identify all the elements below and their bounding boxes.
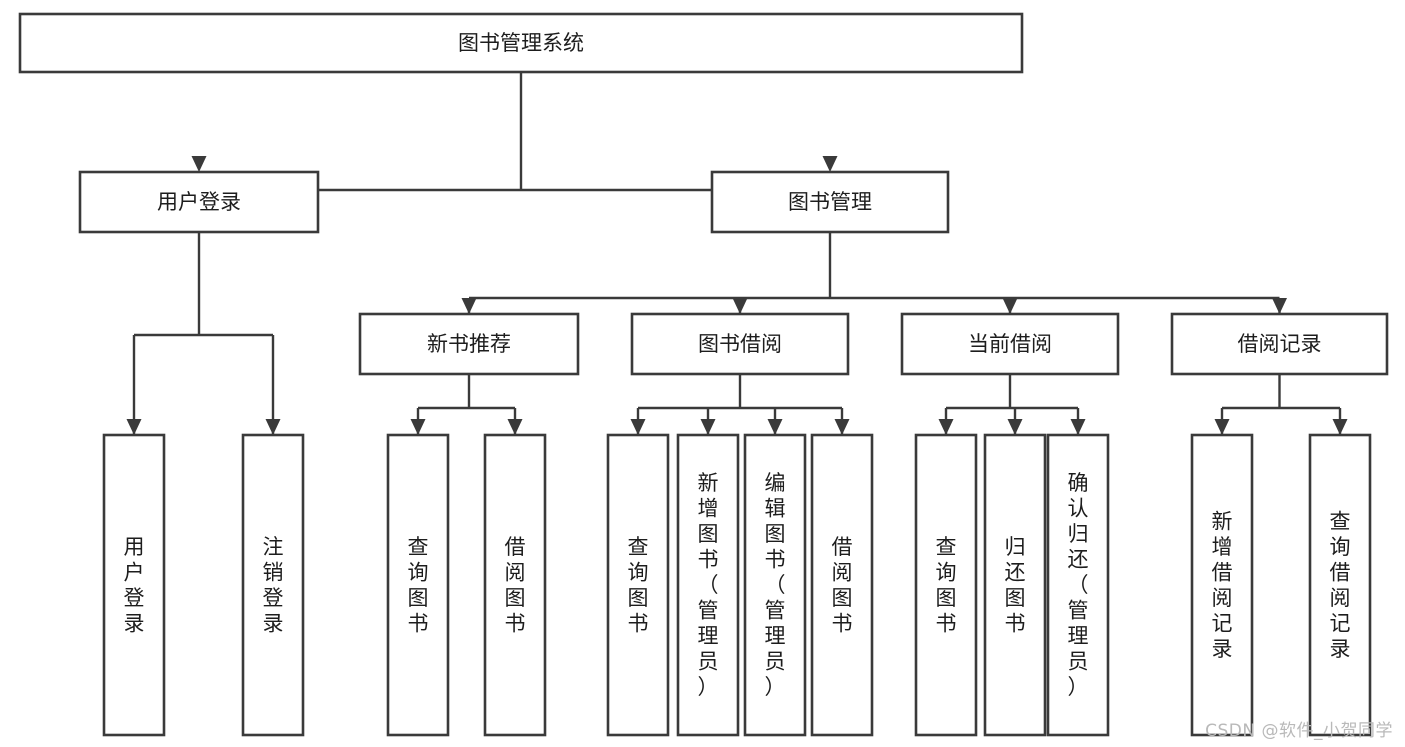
node-label-leaf-edit-book: 编辑图书（管理员） [765, 471, 786, 699]
node-label-leaf-borrow-book-nbr: 借阅图书 [505, 535, 526, 636]
node-label-leaf-logout: 注销登录 [263, 535, 284, 636]
node-leaf-borrow-book-bb[interactable]: 借阅图书 [810, 433, 874, 737]
node-box-current-borrow [900, 312, 1120, 376]
node-label-leaf-user-login: 用户登录 [124, 535, 145, 636]
node-current-borrow[interactable]: 当前借阅 [900, 312, 1120, 376]
node-box-borrow-record [1170, 312, 1389, 376]
node-label-leaf-query-book-bb: 查询图书 [628, 535, 649, 636]
node-box-leaf-user-login [102, 433, 166, 737]
node-leaf-add-book[interactable]: 新增图书（管理员） [676, 433, 740, 737]
node-label-current-borrow: 当前借阅 [968, 332, 1052, 356]
node-box-user-login [78, 170, 320, 234]
node-leaf-logout[interactable]: 注销登录 [241, 433, 305, 737]
node-book-borrow[interactable]: 图书借阅 [630, 312, 850, 376]
node-box-leaf-query-record [1308, 433, 1372, 737]
node-label-leaf-query-book-cb: 查询图书 [936, 535, 957, 636]
node-layer: 图书管理系统用户登录图书管理新书推荐图书借阅当前借阅借阅记录用户登录注销登录查询… [18, 12, 1389, 737]
node-label-leaf-confirm-return: 确认归还（管理员） [1068, 471, 1089, 699]
node-label-book-borrow: 图书借阅 [698, 332, 782, 356]
node-book-manage[interactable]: 图书管理 [710, 170, 950, 234]
node-box-leaf-query-book-bb [606, 433, 670, 737]
node-leaf-query-book-bb[interactable]: 查询图书 [606, 433, 670, 737]
node-box-leaf-query-book-nbr [386, 433, 450, 737]
node-box-leaf-add-record [1190, 433, 1254, 737]
node-root[interactable]: 图书管理系统 [18, 12, 1024, 74]
node-box-leaf-edit-book [743, 433, 807, 737]
node-leaf-query-book-nbr[interactable]: 查询图书 [386, 433, 450, 737]
node-box-root [18, 12, 1024, 74]
node-leaf-borrow-book-nbr[interactable]: 借阅图书 [483, 433, 547, 737]
node-box-leaf-return-book [983, 433, 1047, 737]
node-label-leaf-add-book: 新增图书（管理员） [698, 471, 719, 699]
node-label-user-login: 用户登录 [157, 190, 241, 214]
node-label-leaf-query-record: 查询借阅记录 [1330, 509, 1351, 661]
node-label-leaf-return-book: 归还图书 [1005, 535, 1026, 636]
node-label-new-book-recommend: 新书推荐 [427, 332, 511, 356]
node-label-leaf-add-record: 新增借阅记录 [1212, 509, 1233, 661]
node-leaf-edit-book[interactable]: 编辑图书（管理员） [743, 433, 807, 737]
node-box-leaf-borrow-book-nbr [483, 433, 547, 737]
node-label-book-manage: 图书管理 [788, 190, 872, 214]
node-leaf-add-record[interactable]: 新增借阅记录 [1190, 433, 1254, 737]
node-label-leaf-borrow-book-bb: 借阅图书 [832, 535, 853, 636]
node-new-book-recommend[interactable]: 新书推荐 [358, 312, 580, 376]
node-label-root: 图书管理系统 [458, 31, 584, 55]
node-box-leaf-confirm-return [1046, 433, 1110, 737]
node-borrow-record[interactable]: 借阅记录 [1170, 312, 1389, 376]
node-box-book-borrow [630, 312, 850, 376]
node-leaf-user-login[interactable]: 用户登录 [102, 433, 166, 737]
node-user-login[interactable]: 用户登录 [78, 170, 320, 234]
node-leaf-query-record[interactable]: 查询借阅记录 [1308, 433, 1372, 737]
node-leaf-query-book-cb[interactable]: 查询图书 [914, 433, 978, 737]
connector-layer [126, 72, 1348, 435]
node-label-borrow-record: 借阅记录 [1238, 332, 1322, 356]
node-box-leaf-logout [241, 433, 305, 737]
node-box-leaf-borrow-book-bb [810, 433, 874, 737]
node-box-book-manage [710, 170, 950, 234]
node-leaf-confirm-return[interactable]: 确认归还（管理员） [1046, 433, 1110, 737]
node-label-leaf-query-book-nbr: 查询图书 [408, 535, 429, 636]
node-leaf-return-book[interactable]: 归还图书 [983, 433, 1047, 737]
node-box-new-book-recommend [358, 312, 580, 376]
node-box-leaf-add-book [676, 433, 740, 737]
node-box-leaf-query-book-cb [914, 433, 978, 737]
